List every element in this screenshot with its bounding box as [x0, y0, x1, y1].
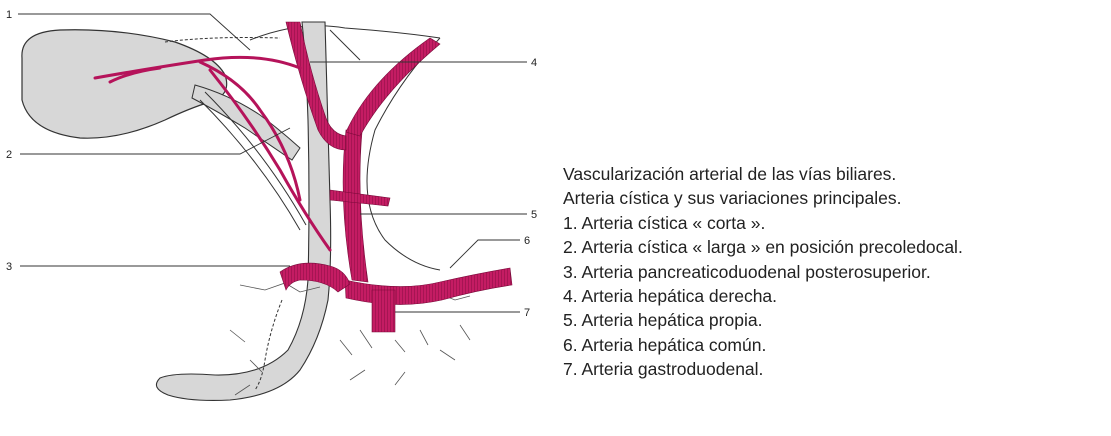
- label-1: 1: [6, 9, 12, 21]
- biliary-anatomy-illustration: 1 2 3 4 5 6 7: [0, 0, 560, 436]
- caption-item-2: 2. Arteria cística « larga » en posición…: [563, 235, 1108, 259]
- proper-hepatic-artery: [343, 130, 368, 282]
- caption-item-5: 5. Arteria hepática propia.: [563, 308, 1108, 332]
- caption-item-4: 4. Arteria hepática derecha.: [563, 284, 1108, 308]
- label-5: 5: [531, 209, 537, 221]
- figure-caption: Vascularización arterial de las vías bil…: [563, 162, 1108, 382]
- label-7: 7: [524, 307, 530, 319]
- label-3: 3: [6, 261, 12, 273]
- caption-item-7: 7. Arteria gastroduodenal.: [563, 357, 1108, 381]
- dashed-duct: [165, 38, 280, 43]
- caption-title: Vascularización arterial de las vías bil…: [563, 162, 1108, 186]
- label-4: 4: [531, 57, 537, 69]
- label-2: 2: [6, 149, 12, 161]
- caption-item-6: 6. Arteria hepática común.: [563, 333, 1108, 357]
- caption-item-3: 3. Arteria pancreaticoduodenal posterosu…: [563, 260, 1108, 284]
- common-hepatic-artery: [345, 268, 512, 305]
- caption-subtitle: Arteria cística y sus variaciones princi…: [563, 186, 1108, 210]
- label-6: 6: [524, 235, 530, 247]
- gastroduodenal-artery: [372, 290, 395, 332]
- gallbladder: [22, 30, 227, 138]
- right-hepatic-artery: [346, 38, 440, 136]
- caption-item-1: 1. Arteria cística « corta ».: [563, 211, 1108, 235]
